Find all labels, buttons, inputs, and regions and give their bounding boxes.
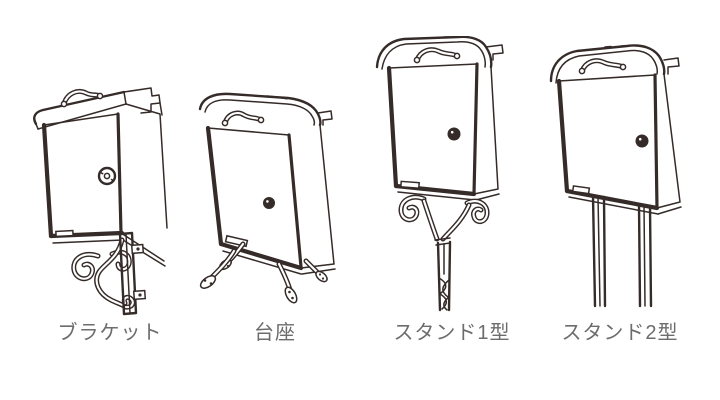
- lock-knob-icon: [263, 197, 275, 209]
- roof-hook: [663, 57, 680, 75]
- mailbox-stand1-illustration: [375, 35, 504, 312]
- lock-knob-icon: [635, 134, 649, 148]
- mail-slot: [571, 185, 591, 195]
- mailbox-bracket-illustration: [33, 87, 168, 316]
- handle-icon: [221, 110, 265, 127]
- label-bracket: ブラケット: [57, 322, 163, 344]
- twin-poles: [591, 194, 653, 308]
- label-stand-2: スタンド2型: [561, 322, 679, 344]
- mailbox-bracket-figure: [28, 84, 170, 320]
- label-stand-1: スタンド1型: [393, 322, 511, 344]
- twisted-pole: [436, 240, 452, 312]
- label-pedestal: 台座: [254, 322, 296, 344]
- lock-knob-icon: [97, 166, 117, 186]
- handle-icon: [413, 47, 461, 64]
- wall-mount-plate: [118, 231, 147, 316]
- mailbox-stand1-figure: [372, 35, 514, 322]
- roof-hook: [317, 110, 333, 126]
- lock-knob-icon: [447, 127, 461, 141]
- mailbox-stand2-illustration: [549, 44, 682, 308]
- scroll-stand: [398, 194, 490, 246]
- handle-icon: [578, 58, 627, 75]
- mail-slot: [55, 229, 74, 238]
- roof-hook: [485, 44, 504, 61]
- pedestal-feet: [199, 241, 328, 304]
- mailbox-pedestal-figure: [193, 92, 343, 308]
- handle-icon: [60, 88, 104, 108]
- mailbox-pedestal-illustration: [198, 92, 336, 304]
- mail-slot: [400, 180, 420, 189]
- mailbox-stand2-figure: [545, 44, 697, 308]
